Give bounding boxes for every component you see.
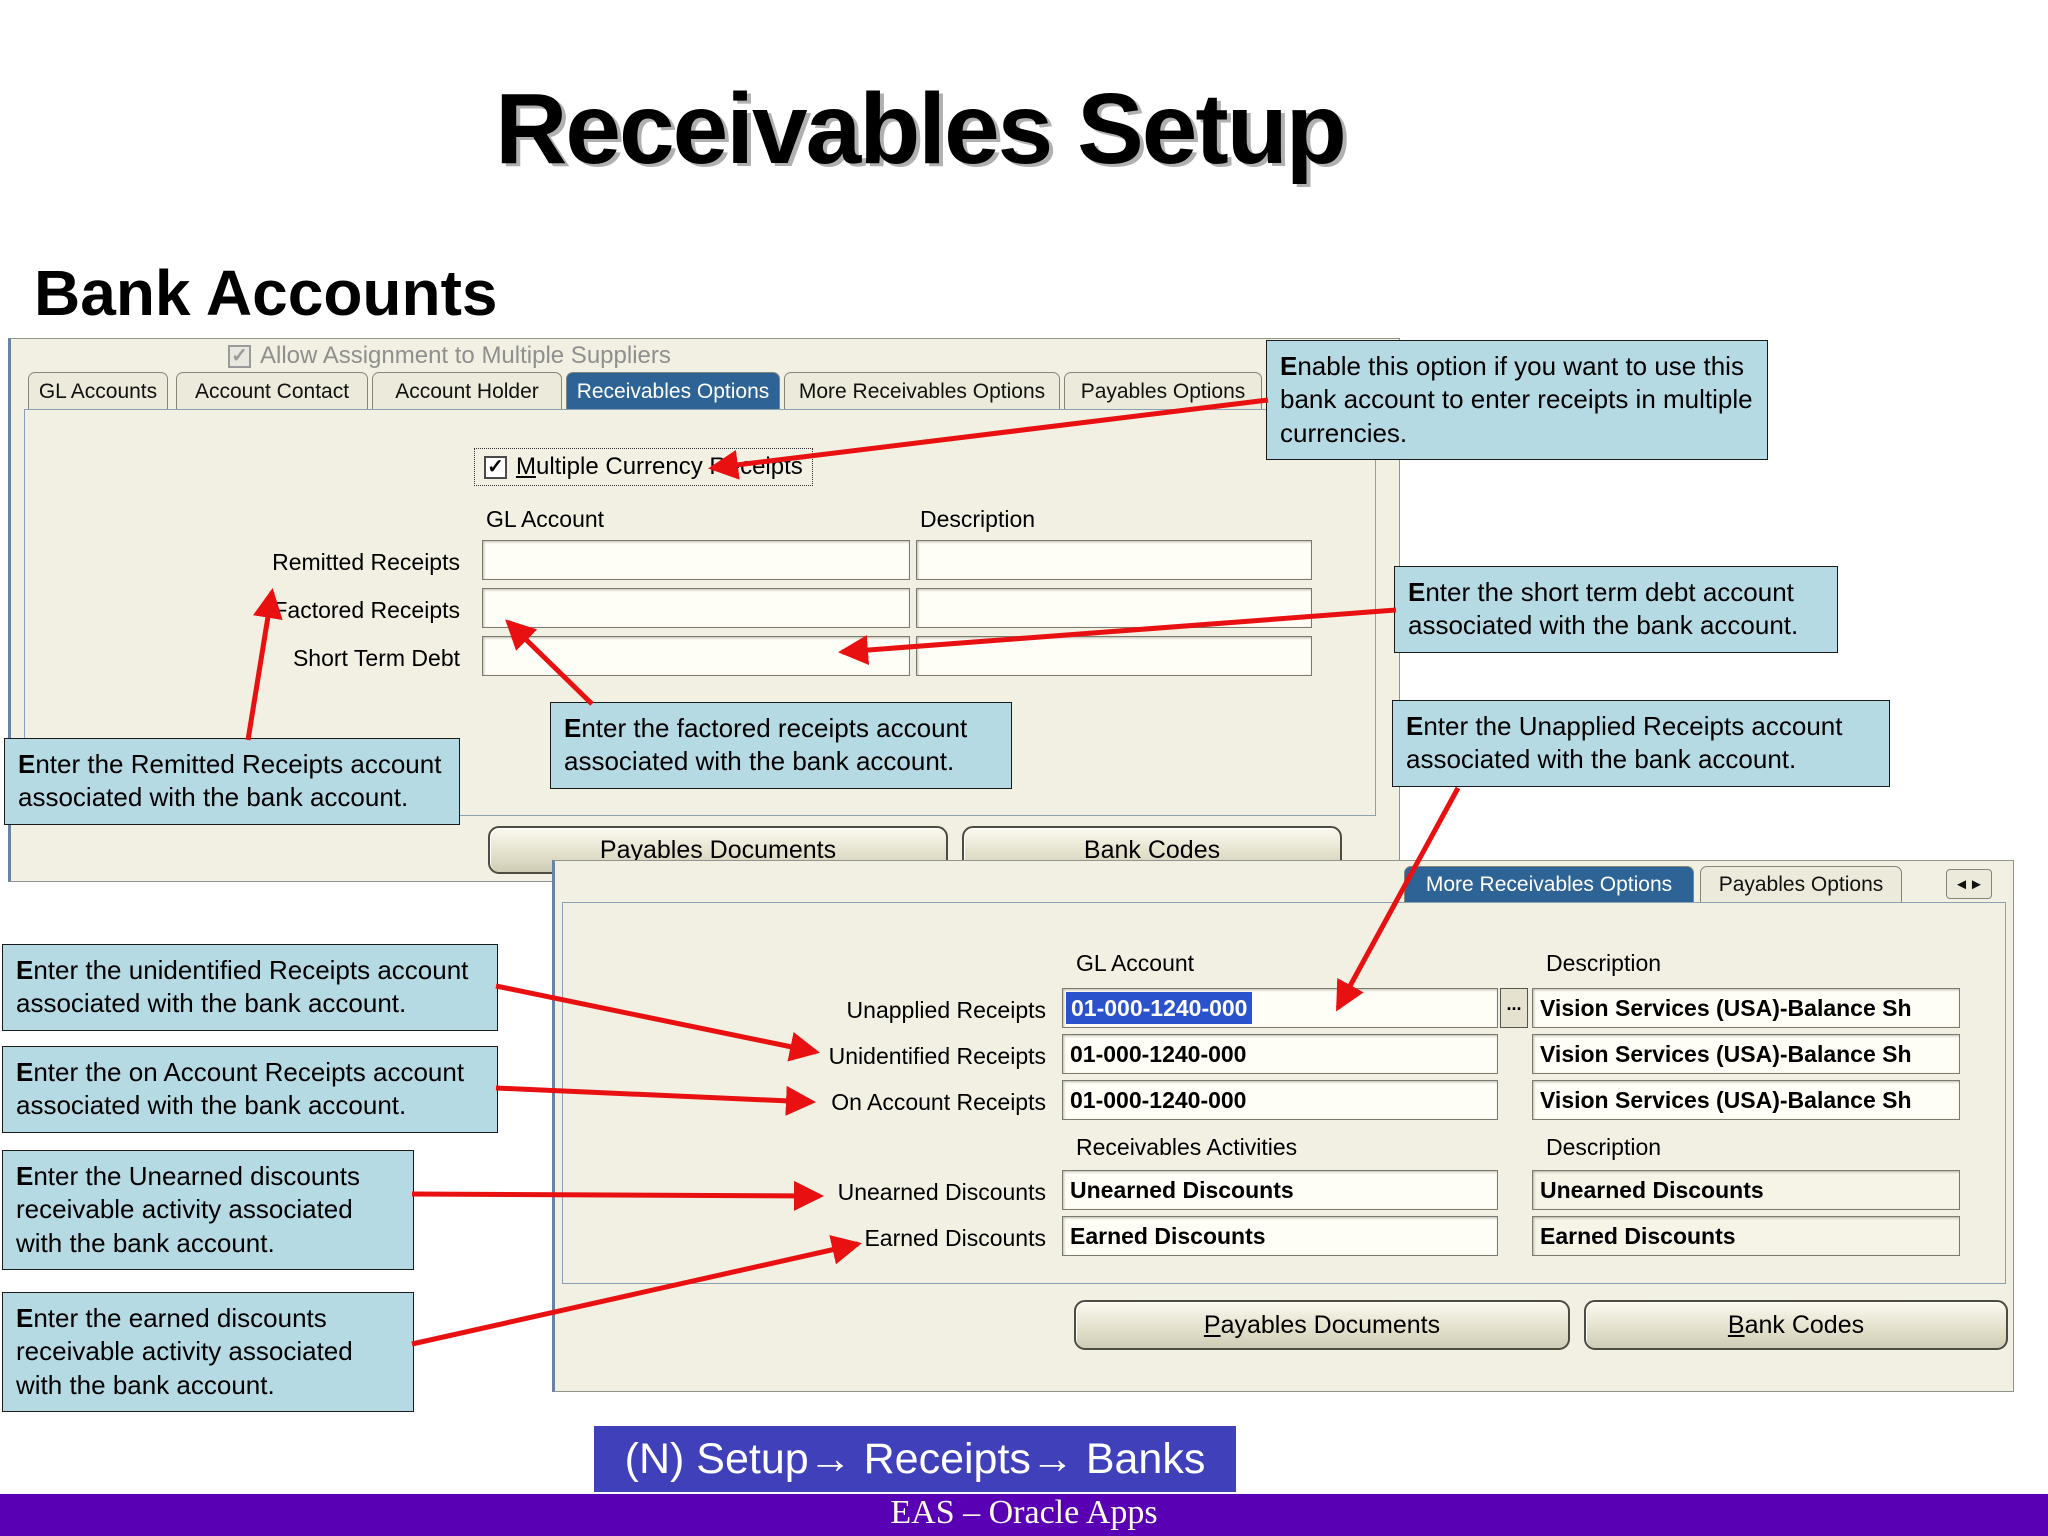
short-term-debt-label: Short Term Debt: [292, 645, 460, 671]
field-value: Vision Services (USA)-Balance Sh: [1540, 1041, 1912, 1067]
activities-description-header: Description: [1546, 1134, 1662, 1160]
payables-documents-button-2[interactable]: Payables Documents: [1074, 1300, 1570, 1350]
callout-on-account-receipts: Enter the on Account Receipts account as…: [2, 1046, 498, 1133]
remitted-receipts-label: Remitted Receipts: [272, 549, 460, 575]
tab-receivables-options[interactable]: Receivables Options: [566, 372, 780, 410]
unidentified-receipts-label: Unidentified Receipts: [828, 1043, 1046, 1069]
on-account-receipts-gl-field[interactable]: 01-000-1240-000: [1062, 1080, 1498, 1120]
unapplied-receipts-gl-field[interactable]: 01-000-1240-000: [1062, 988, 1498, 1028]
field-value: Unearned Discounts: [1540, 1177, 1764, 1203]
lov-ellipsis-icon: ...: [1506, 994, 1522, 1014]
footer-text: EAS – Oracle Apps: [890, 1494, 1158, 1531]
unidentified-receipts-gl-field[interactable]: 01-000-1240-000: [1062, 1034, 1498, 1074]
navigation-path: (N) Setup→ Receipts→ Banks: [594, 1426, 1236, 1492]
callout-earned-discounts: Enter the earned discounts receivable ac…: [2, 1292, 414, 1412]
button-label: Bank Codes: [1083, 835, 1221, 864]
button-label: Bank Codes: [1727, 1310, 1865, 1339]
section-title: Bank Accounts: [34, 257, 498, 329]
tab-payables-options-2[interactable]: Payables Options: [1700, 866, 1902, 902]
callout-unidentified-receipts: Enter the unidentified Receipts account …: [2, 944, 498, 1031]
callout-factored-receipts: Enter the factored receipts account asso…: [550, 702, 1012, 789]
gl-account-header: GL Account: [486, 506, 605, 532]
factored-receipts-gl-field[interactable]: [482, 588, 910, 628]
footer-bar: EAS – Oracle Apps: [0, 1494, 2048, 1536]
mnemonic-letter: M: [516, 453, 536, 480]
label-rest: ultiple Currency Receipts: [536, 453, 803, 480]
tab-gl-accounts[interactable]: GL Accounts: [28, 372, 168, 410]
tab-scroll-icon: ◄►: [1954, 875, 1984, 893]
remitted-receipts-desc-field[interactable]: [916, 540, 1312, 580]
button-label: Payables Documents: [599, 835, 837, 864]
field-value: Vision Services (USA)-Balance Sh: [1540, 995, 1912, 1021]
factored-receipts-desc-field[interactable]: [916, 588, 1312, 628]
checkbox-checked-icon: ✓: [484, 455, 507, 479]
field-value: 01-000-1240-000: [1070, 1041, 1247, 1067]
callout-unapplied-receipts: Enter the Unapplied Receipts account ass…: [1392, 700, 1890, 787]
tab-scroll-button[interactable]: ◄►: [1946, 869, 1992, 899]
tab-account-contact[interactable]: Account Contact: [176, 372, 368, 410]
checkbox-checked-icon[interactable]: ✓: [228, 344, 251, 368]
gl-account-header-2: GL Account: [1076, 950, 1195, 976]
unearned-discounts-label: Unearned Discounts: [837, 1179, 1046, 1205]
field-value: Unearned Discounts: [1070, 1177, 1294, 1203]
receivables-activities-header: Receivables Activities: [1076, 1134, 1298, 1160]
field-value-selected: 01-000-1240-000: [1066, 992, 1253, 1024]
unapplied-receipts-desc-field[interactable]: Vision Services (USA)-Balance Sh: [1532, 988, 1960, 1028]
bank-codes-button-2[interactable]: Bank Codes: [1584, 1300, 2008, 1350]
multiple-currency-receipts-label: Multiple Currency Receipts: [516, 453, 803, 481]
short-term-debt-gl-field[interactable]: [482, 636, 910, 676]
remitted-receipts-gl-field[interactable]: [482, 540, 910, 580]
tab-account-holder[interactable]: Account Holder: [372, 372, 562, 410]
tab-more-receivables-options-2[interactable]: More Receivables Options: [1404, 866, 1694, 902]
allow-assignment-label: Allow Assignment to Multiple Suppliers: [260, 342, 671, 369]
on-account-receipts-desc-field[interactable]: Vision Services (USA)-Balance Sh: [1532, 1080, 1960, 1120]
unearned-discounts-desc-field[interactable]: Unearned Discounts: [1532, 1170, 1960, 1210]
button-label: Payables Documents: [1203, 1310, 1441, 1339]
field-value: Earned Discounts: [1540, 1223, 1736, 1249]
callout-multiple-currency: Enable this option if you want to use th…: [1266, 340, 1768, 460]
tab-more-receivables-options[interactable]: More Receivables Options: [784, 372, 1060, 410]
allow-assignment-row: ✓ Allow Assignment to Multiple Suppliers: [228, 342, 671, 370]
earned-discounts-label: Earned Discounts: [864, 1225, 1046, 1251]
tab-payables-options[interactable]: Payables Options: [1064, 372, 1262, 410]
multiple-currency-receipts-checkbox[interactable]: ✓ Multiple Currency Receipts: [474, 448, 813, 486]
callout-remitted-receipts: Enter the Remitted Receipts account asso…: [4, 738, 460, 825]
unearned-discounts-field[interactable]: Unearned Discounts: [1062, 1170, 1498, 1210]
earned-discounts-field[interactable]: Earned Discounts: [1062, 1216, 1498, 1256]
field-value: Vision Services (USA)-Balance Sh: [1540, 1087, 1912, 1113]
short-term-debt-desc-field[interactable]: [916, 636, 1312, 676]
lov-ellipsis-button[interactable]: ...: [1500, 988, 1528, 1028]
unidentified-receipts-desc-field[interactable]: Vision Services (USA)-Balance Sh: [1532, 1034, 1960, 1074]
factored-receipts-label: Factored Receipts: [273, 597, 460, 623]
callout-unearned-discounts: Enter the Unearned discounts receivable …: [2, 1150, 414, 1270]
field-value: 01-000-1240-000: [1070, 1087, 1247, 1113]
unapplied-receipts-label: Unapplied Receipts: [846, 997, 1046, 1023]
page-title: Receivables Setup: [495, 73, 1347, 185]
description-header: Description: [920, 506, 1036, 532]
callout-short-term-debt: Enter the short term debt account associ…: [1394, 566, 1838, 653]
field-value: Earned Discounts: [1070, 1223, 1266, 1249]
description-header-2: Description: [1546, 950, 1662, 976]
earned-discounts-desc-field[interactable]: Earned Discounts: [1532, 1216, 1960, 1256]
on-account-receipts-label: On Account Receipts: [831, 1089, 1046, 1115]
